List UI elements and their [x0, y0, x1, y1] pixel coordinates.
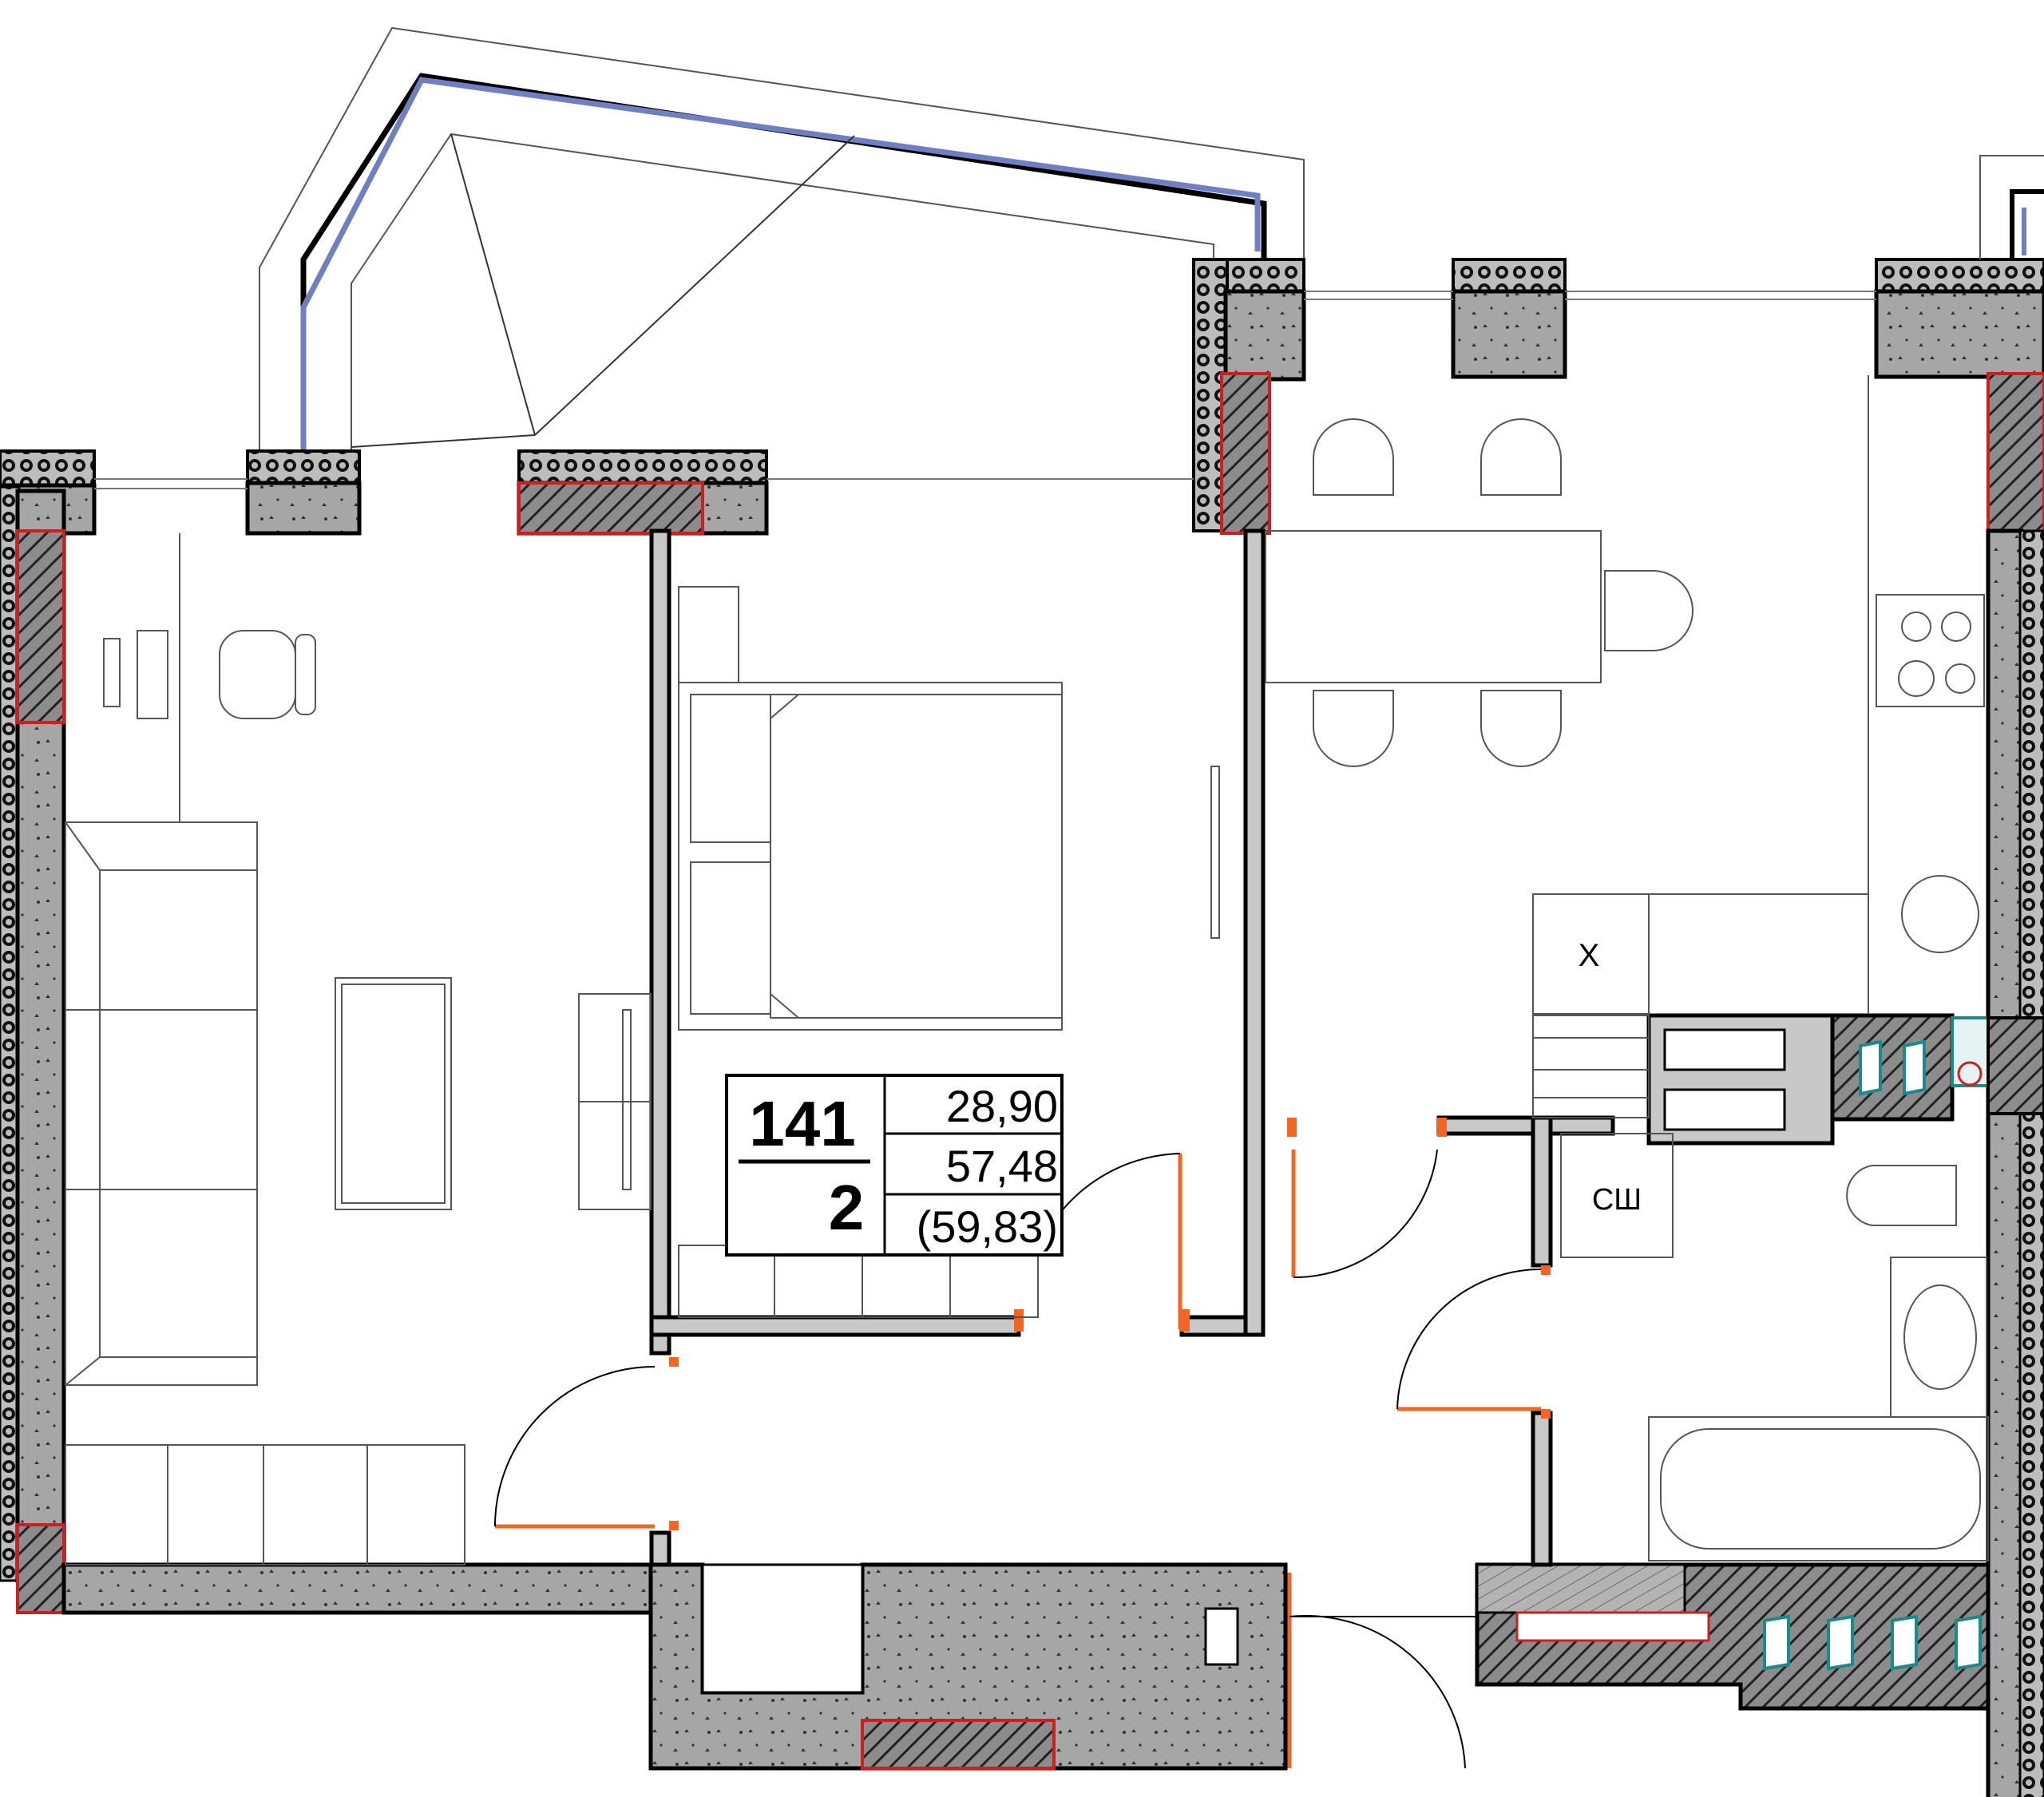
top-wall — [0, 155, 2044, 536]
room-count: 2 — [829, 1172, 865, 1243]
bay-balcony — [259, 26, 1305, 451]
fridge-label: Х — [1579, 938, 1600, 973]
washer-label: СШ — [1592, 1183, 1642, 1217]
living-furniture — [65, 533, 652, 1565]
kitchen-furniture — [1265, 375, 1985, 1258]
living-area: 28,90 — [946, 1081, 1058, 1131]
vent-shafts — [1646, 1013, 2044, 1671]
side-walls — [0, 485, 2044, 1797]
bottom-wall — [61, 1562, 1991, 1771]
apartment-info-box: 141 2 28,90 57,48 (59,83) — [725, 1074, 1064, 1257]
total-area: 57,48 — [946, 1141, 1058, 1191]
bathroom-fixtures — [1648, 1165, 1989, 1561]
bedroom-furniture — [678, 586, 1220, 1318]
apartment-number: 141 — [749, 1088, 855, 1159]
total-area-with-balcony: (59,83) — [917, 1201, 1058, 1252]
